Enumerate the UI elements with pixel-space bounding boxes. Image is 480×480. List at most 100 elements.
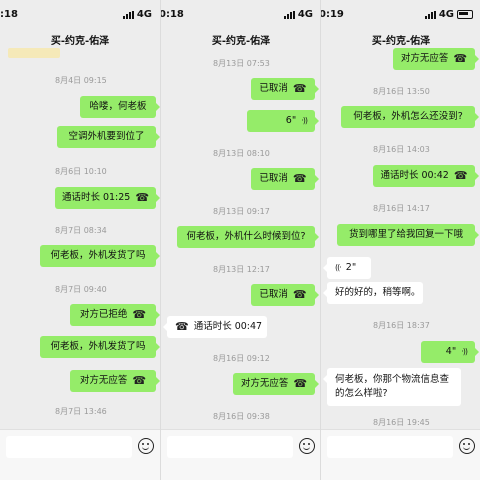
status-bar: :18 4G: [0, 0, 160, 30]
message-text: 通话时长 00:47: [193, 321, 263, 332]
voice-message-icon: ·)): [301, 116, 308, 125]
sent-message-bubble[interactable]: 何老板，外机什么时候到位?: [177, 226, 319, 248]
status-time: :18: [0, 9, 18, 20]
phone-call-icon: ☎: [292, 288, 307, 301]
sent-message-bubble[interactable]: 何老板，外机怎么还没到?: [341, 106, 479, 128]
sent-message-bubble[interactable]: 6" ·)): [247, 110, 319, 132]
sent-message-bubble[interactable]: 对方已拒绝 ☎: [70, 304, 160, 326]
sent-message-bubble[interactable]: 货到哪里了给我回复一下哦: [337, 224, 479, 246]
sent-message-bubble[interactable]: 通话时长 01:25 ☎: [55, 187, 160, 209]
message-text: 对方无应答: [240, 378, 289, 389]
message-text: 好的好的，稍等啊。: [335, 287, 421, 298]
message-timestamp: 8月7日 13:46: [55, 407, 107, 416]
chat-panel-3: 0:19 4G 买-约克-佑泽对方无应答 ☎ 8月16日 13:50 何老板，外机怎么还没…: [320, 0, 480, 480]
phone-call-icon: ☎: [453, 52, 468, 65]
chat-input-bar: [321, 429, 480, 480]
sent-message-bubble[interactable]: 已取消 ☎: [251, 284, 319, 306]
message-text: 货到哪里了给我回复一下哦: [348, 229, 463, 240]
emoji-icon[interactable]: [138, 438, 154, 454]
voice-message-icon: ((·: [335, 263, 342, 272]
phone-call-icon: ☎: [132, 374, 147, 387]
message-text: 对方无应答: [79, 375, 128, 386]
message-timestamp: 8月13日 08:10: [213, 149, 270, 158]
sent-message-bubble[interactable]: 空调外机要到位了: [57, 126, 160, 148]
notice-banner: [8, 48, 60, 58]
message-text: 已取消: [259, 83, 288, 94]
chat-panel-1: :18 4G 买-约克-佑泽 8月4日 09:15 哈喽，何老板空调外机要到位了 8月6日…: [0, 0, 160, 480]
message-text: 已取消: [259, 173, 288, 184]
received-message-bubble[interactable]: 何老板，你那个物流信息查的怎么样啦?: [323, 368, 461, 406]
message-timestamp: 8月16日 19:45: [373, 418, 430, 427]
message-text: 何老板，你那个物流信息查的怎么样啦?: [335, 374, 450, 399]
chat-title: 买-约克-佑泽: [50, 36, 110, 47]
message-text: 哈喽，何老板: [89, 101, 147, 112]
message-text: 通话时长 01:25: [61, 192, 131, 203]
received-message-bubble[interactable]: ☎ 通话时长 00:47: [163, 316, 267, 338]
status-bar: 0:18 4G: [161, 0, 321, 30]
emoji-icon[interactable]: [299, 438, 315, 454]
received-message-bubble[interactable]: ((·2": [323, 257, 371, 279]
sent-message-bubble[interactable]: 对方无应答 ☎: [233, 373, 319, 395]
received-message-bubble[interactable]: 好的好的，稍等啊。: [323, 282, 423, 304]
sent-message-bubble[interactable]: 已取消 ☎: [251, 168, 319, 190]
status-time: 0:18: [160, 9, 184, 20]
message-input[interactable]: [6, 436, 132, 458]
message-timestamp: 8月6日 10:10: [55, 167, 107, 176]
sent-message-bubble[interactable]: 何老板，外机发货了吗: [40, 245, 160, 267]
sent-message-bubble[interactable]: 通话时长 00:42 ☎: [373, 165, 479, 187]
status-time: 0:19: [320, 9, 344, 20]
signal-icon: [283, 10, 295, 19]
chat-panel-2: 0:18 4G 买-约克-佑泽 8月13日 07:53 已取消 ☎ 6" ·)) 8月13日 0…: [160, 0, 321, 480]
message-text: 何老板，外机发货了吗: [50, 250, 146, 261]
message-text: 空调外机要到位了: [68, 131, 145, 142]
phone-call-icon: ☎: [453, 169, 468, 182]
network-label: 4G: [438, 9, 454, 20]
phone-call-icon: ☎: [293, 377, 308, 390]
message-timestamp: 8月13日 09:17: [213, 207, 270, 216]
chat-input-bar: [0, 429, 160, 480]
message-text: 已取消: [259, 289, 288, 300]
message-timestamp: 8月7日 09:40: [55, 285, 107, 294]
phone-call-icon: ☎: [175, 320, 189, 333]
message-text: 通话时长 00:42: [380, 170, 449, 181]
message-input[interactable]: [167, 436, 293, 458]
message-timestamp: 8月16日 09:38: [213, 412, 270, 421]
voice-message-icon: ·)): [461, 347, 468, 356]
message-text: 何老板，外机怎么还没到?: [353, 111, 463, 122]
emoji-icon[interactable]: [459, 438, 475, 454]
message-timestamp: 8月7日 08:34: [55, 226, 107, 235]
message-text: 4": [445, 346, 457, 357]
network-label: 4G: [136, 9, 152, 20]
message-timestamp: 8月16日 13:50: [373, 87, 430, 96]
phone-call-icon: ☎: [132, 308, 147, 321]
sent-message-bubble[interactable]: 对方无应答 ☎: [393, 48, 479, 70]
message-text: 对方已拒绝: [79, 309, 128, 320]
chat-input-bar: [161, 429, 321, 480]
message-input[interactable]: [327, 436, 453, 458]
phone-call-icon: ☎: [292, 82, 307, 95]
message-timestamp: 8月13日 12:17: [213, 265, 270, 274]
chat-title: 买-约克-佑泽: [211, 36, 271, 47]
sent-message-bubble[interactable]: 何老板，外机发货了吗: [40, 336, 160, 358]
status-bar: 0:19 4G: [321, 0, 480, 30]
network-label: 4G: [297, 9, 313, 20]
message-text: 何老板，外机发货了吗: [50, 341, 146, 352]
sent-message-bubble[interactable]: 已取消 ☎: [251, 78, 319, 100]
message-timestamp: 8月16日 14:17: [373, 204, 430, 213]
phone-call-icon: ☎: [135, 191, 150, 204]
message-text: 对方无应答: [400, 53, 449, 64]
message-text: 何老板，外机什么时候到位?: [186, 231, 306, 242]
message-text: 2": [345, 262, 357, 273]
message-timestamp: 8月4日 09:15: [55, 76, 107, 85]
signal-icon: [122, 10, 134, 19]
message-text: 6": [285, 115, 297, 126]
sent-message-bubble[interactable]: 对方无应答 ☎: [70, 370, 160, 392]
phone-call-icon: ☎: [292, 172, 307, 185]
sent-message-bubble[interactable]: 哈喽，何老板: [80, 96, 160, 118]
chat-title: 买-约克-佑泽: [371, 36, 431, 47]
message-timestamp: 8月16日 18:37: [373, 321, 430, 330]
message-timestamp: 8月16日 09:12: [213, 354, 270, 363]
sent-message-bubble[interactable]: 4" ·)): [421, 341, 479, 363]
message-timestamp: 8月16日 14:03: [373, 145, 430, 154]
message-timestamp: 8月13日 07:53: [213, 59, 270, 68]
